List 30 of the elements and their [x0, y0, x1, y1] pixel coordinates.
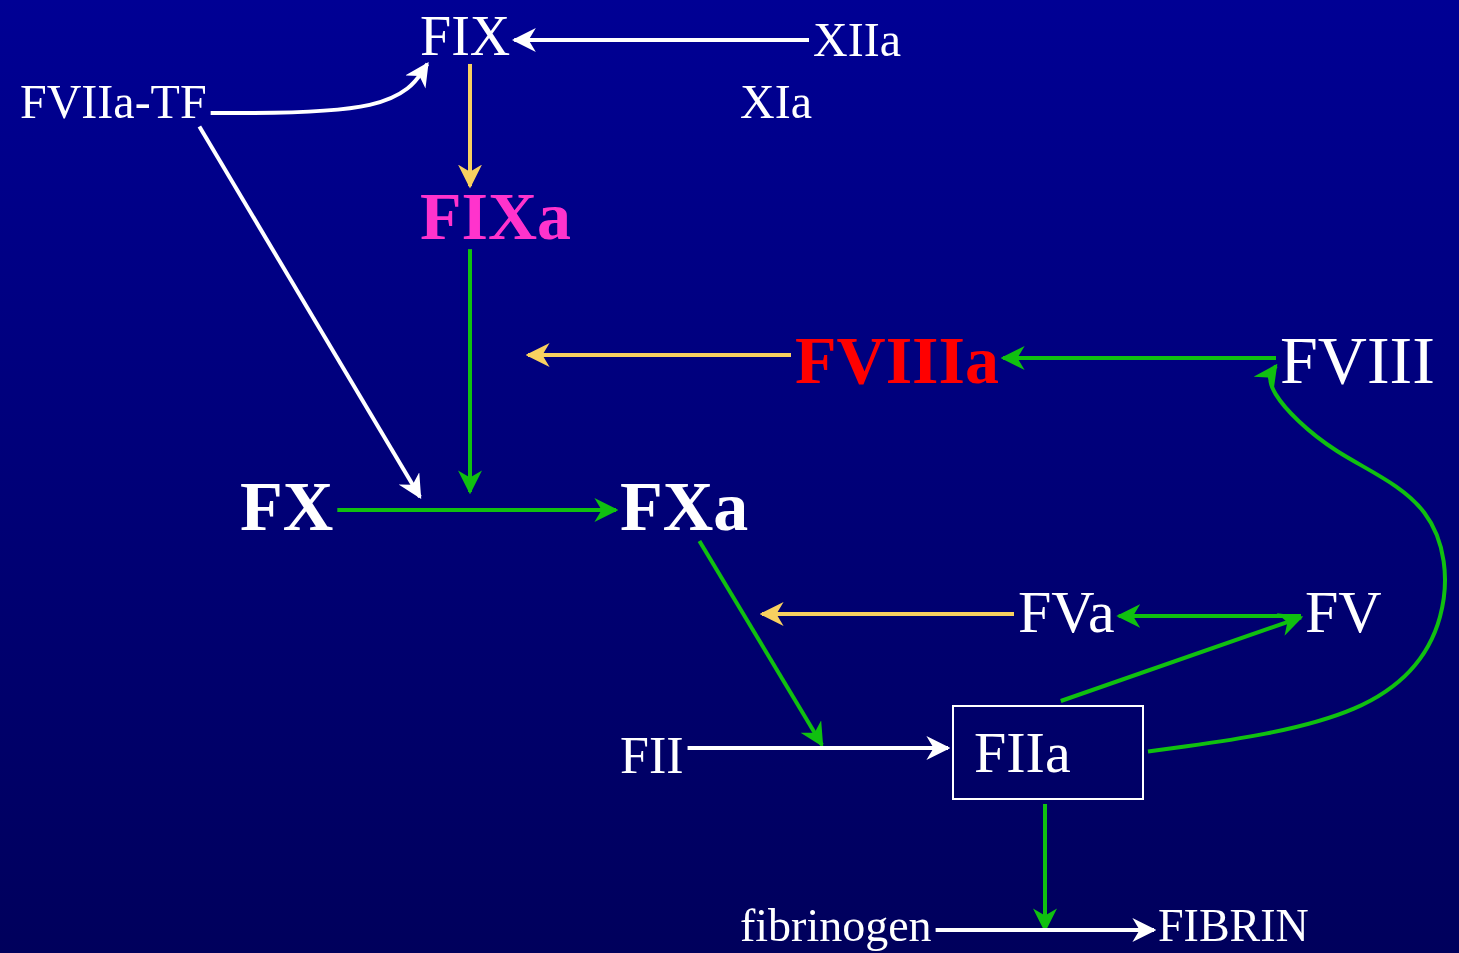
arrow — [458, 249, 482, 495]
arrow — [458, 63, 482, 189]
arrow — [1147, 363, 1447, 754]
arrow — [511, 28, 809, 52]
factor-label: FXa — [620, 472, 749, 542]
factor-label: FIBRIN — [1158, 903, 1309, 949]
arrow — [210, 61, 430, 115]
arrow — [1000, 346, 1276, 370]
arrow — [525, 343, 791, 367]
arrow — [1060, 613, 1304, 703]
factor-label: FVIIa-TF — [20, 78, 207, 126]
factor-label: FX — [240, 472, 334, 542]
arrow — [759, 602, 1014, 626]
arrow — [935, 918, 1157, 942]
boxed-factor: FIIa — [952, 705, 1144, 800]
factor-label: FVIIIa — [795, 326, 1000, 394]
arrow — [337, 498, 619, 522]
factor-label: FIXa — [420, 182, 572, 250]
factor-label: FVa — [1018, 582, 1115, 642]
factor-label: FII — [620, 730, 684, 782]
arrow — [697, 539, 824, 748]
arrow — [197, 125, 422, 500]
factor-label: fibrinogen — [740, 903, 932, 949]
factor-label: XIa — [740, 78, 812, 126]
factor-label: FV — [1305, 582, 1382, 642]
arrow — [1116, 604, 1301, 628]
factor-label: FIX — [420, 8, 511, 64]
factor-label: FVIII — [1280, 326, 1435, 394]
factor-label: XIIa — [813, 16, 901, 64]
arrow — [687, 736, 951, 760]
